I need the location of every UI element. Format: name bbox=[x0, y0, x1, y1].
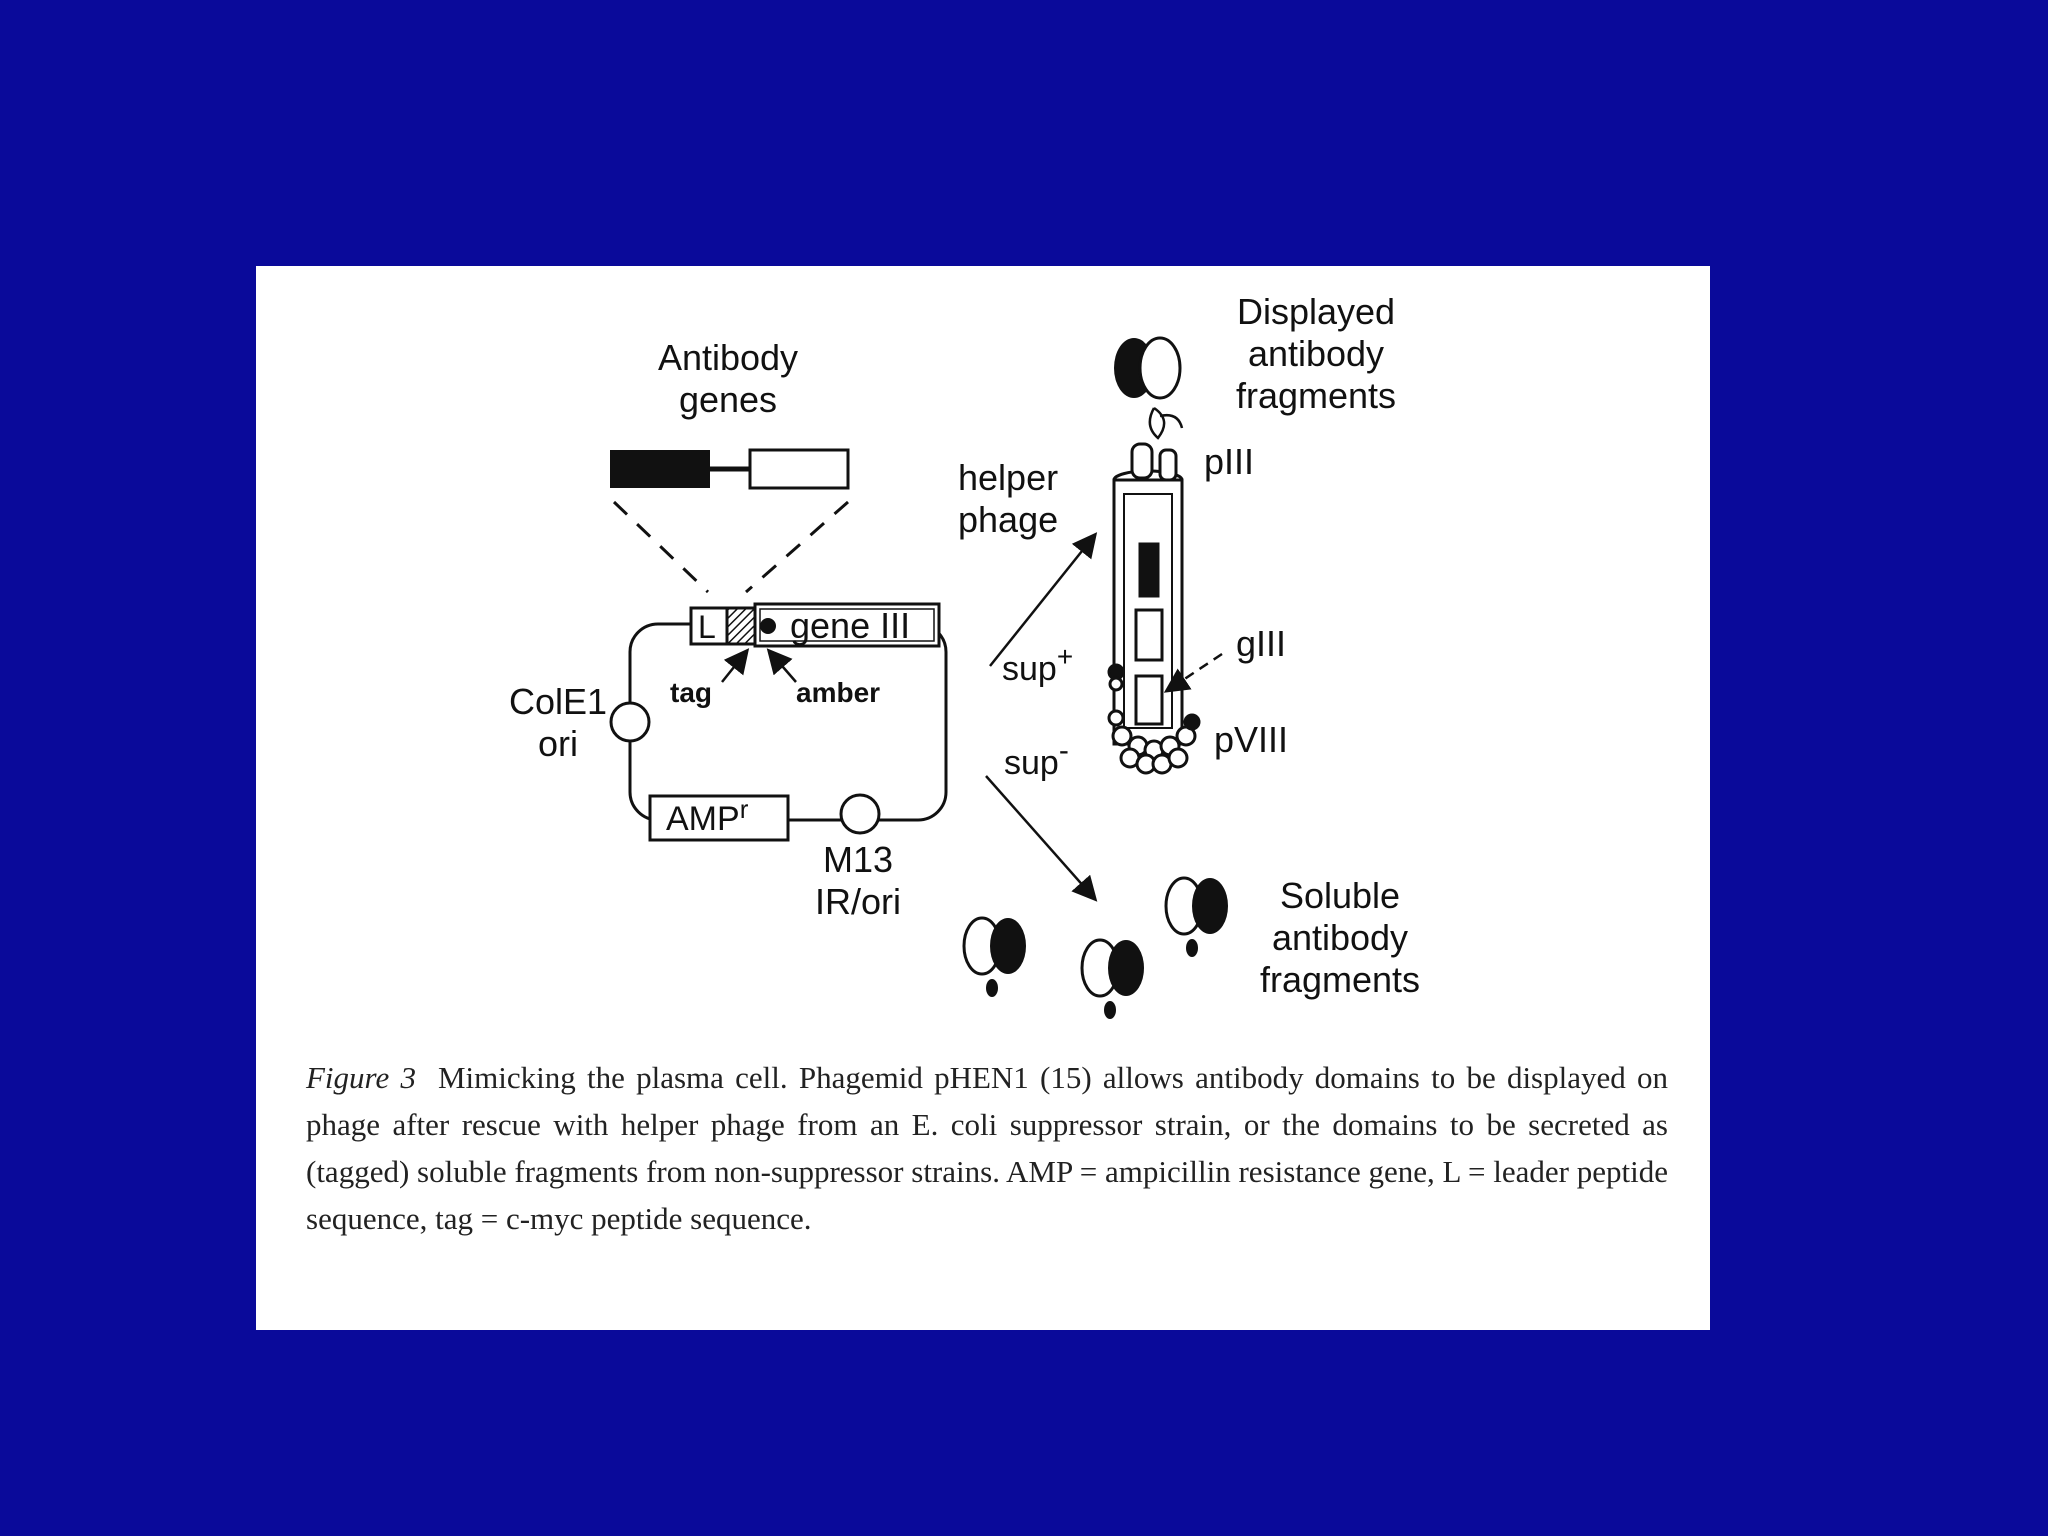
soluble-fragment-3 bbox=[1164, 876, 1228, 957]
caption-text: Mimicking the plasma cell. Phagemid pHEN… bbox=[306, 1060, 1668, 1236]
soluble-label: Soluble bbox=[1280, 875, 1400, 916]
soluble-label-3: fragments bbox=[1260, 959, 1420, 1000]
non-suppressor-arrow bbox=[985, 775, 1098, 902]
gene-iii-box bbox=[753, 602, 941, 648]
phagemid-vector bbox=[628, 622, 948, 822]
heavy-chain-gene bbox=[610, 450, 710, 488]
soluble-fragment-2 bbox=[1080, 938, 1144, 1019]
cole1-label-2: ori bbox=[538, 723, 578, 764]
suppressor-arrow bbox=[989, 532, 1098, 667]
leader-label: L bbox=[698, 609, 716, 645]
cole1-origin-circle bbox=[609, 701, 651, 743]
figure-label: Figure 3 bbox=[306, 1060, 416, 1095]
amp-label: AMPr bbox=[666, 794, 749, 838]
helper-phage-label-2: phage bbox=[958, 499, 1058, 540]
m13-label: M13 bbox=[823, 839, 893, 880]
sup-minus-label: sup- bbox=[1004, 734, 1069, 782]
figure-panel: Antibody genes L gene III tag amber ColE… bbox=[256, 266, 1710, 1330]
displayed-antibody bbox=[1114, 336, 1184, 440]
soluble-fragment-1 bbox=[962, 916, 1026, 997]
m13-label-2: IR/ori bbox=[815, 881, 901, 922]
helper-phage-label: helper bbox=[958, 457, 1058, 498]
cole1-label: ColE1 bbox=[509, 681, 607, 722]
piii-label: pIII bbox=[1204, 441, 1254, 482]
gene-iii-label: gene III bbox=[790, 605, 910, 646]
light-chain-gene bbox=[748, 448, 850, 490]
displayed-label-2: antibody bbox=[1248, 333, 1384, 374]
tag-box bbox=[725, 606, 757, 646]
m13-origin-circle bbox=[839, 793, 881, 835]
phagemid-diagram: Antibody genes L gene III tag amber ColE… bbox=[509, 291, 1420, 1019]
phage-particle bbox=[1107, 442, 1201, 775]
amber-label: amber bbox=[796, 677, 880, 708]
antibody-genes-label: Antibody bbox=[658, 337, 798, 378]
antibody-genes-label-2: genes bbox=[679, 379, 777, 420]
amp-box bbox=[648, 794, 790, 842]
tag-label: tag bbox=[670, 677, 712, 708]
sup-plus-label: sup+ bbox=[1002, 641, 1073, 688]
pviii-label: pVIII bbox=[1214, 719, 1288, 760]
giii-label: gIII bbox=[1236, 623, 1286, 664]
soluble-label-2: antibody bbox=[1272, 917, 1408, 958]
displayed-label: Displayed bbox=[1237, 291, 1395, 332]
displayed-label-3: fragments bbox=[1236, 375, 1396, 416]
